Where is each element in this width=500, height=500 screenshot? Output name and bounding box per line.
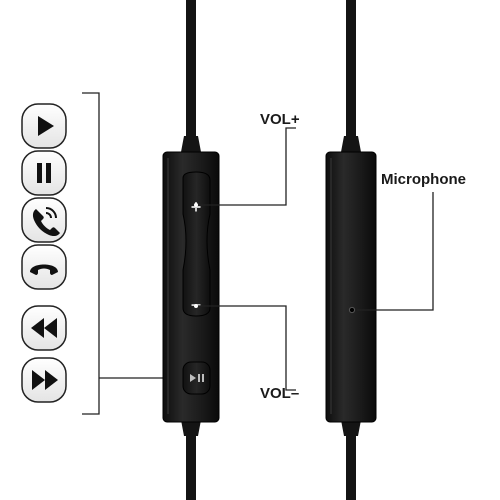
rewind-icon xyxy=(21,305,67,351)
microphone-body xyxy=(325,151,377,423)
answer-call-icon xyxy=(21,197,67,243)
play-icon xyxy=(21,103,67,149)
left-cable xyxy=(181,0,201,500)
vol-up-label: VOL+ xyxy=(260,111,300,128)
microphone-hole xyxy=(348,306,356,314)
microphone-label: Microphone xyxy=(381,171,466,188)
function-icon-list xyxy=(21,103,67,403)
play-pause-button[interactable] xyxy=(182,361,211,395)
pause-icon xyxy=(21,150,67,196)
right-cable xyxy=(341,0,361,500)
remote-control-body: + – xyxy=(162,151,220,423)
fast-forward-icon xyxy=(21,357,67,403)
vol-down-label: VOL– xyxy=(260,385,299,402)
play-pause-icon xyxy=(190,374,196,382)
end-call-icon xyxy=(21,244,67,290)
microphone-callout xyxy=(357,192,434,311)
vol-callouts xyxy=(196,127,296,391)
volume-rocker[interactable] xyxy=(182,171,211,317)
